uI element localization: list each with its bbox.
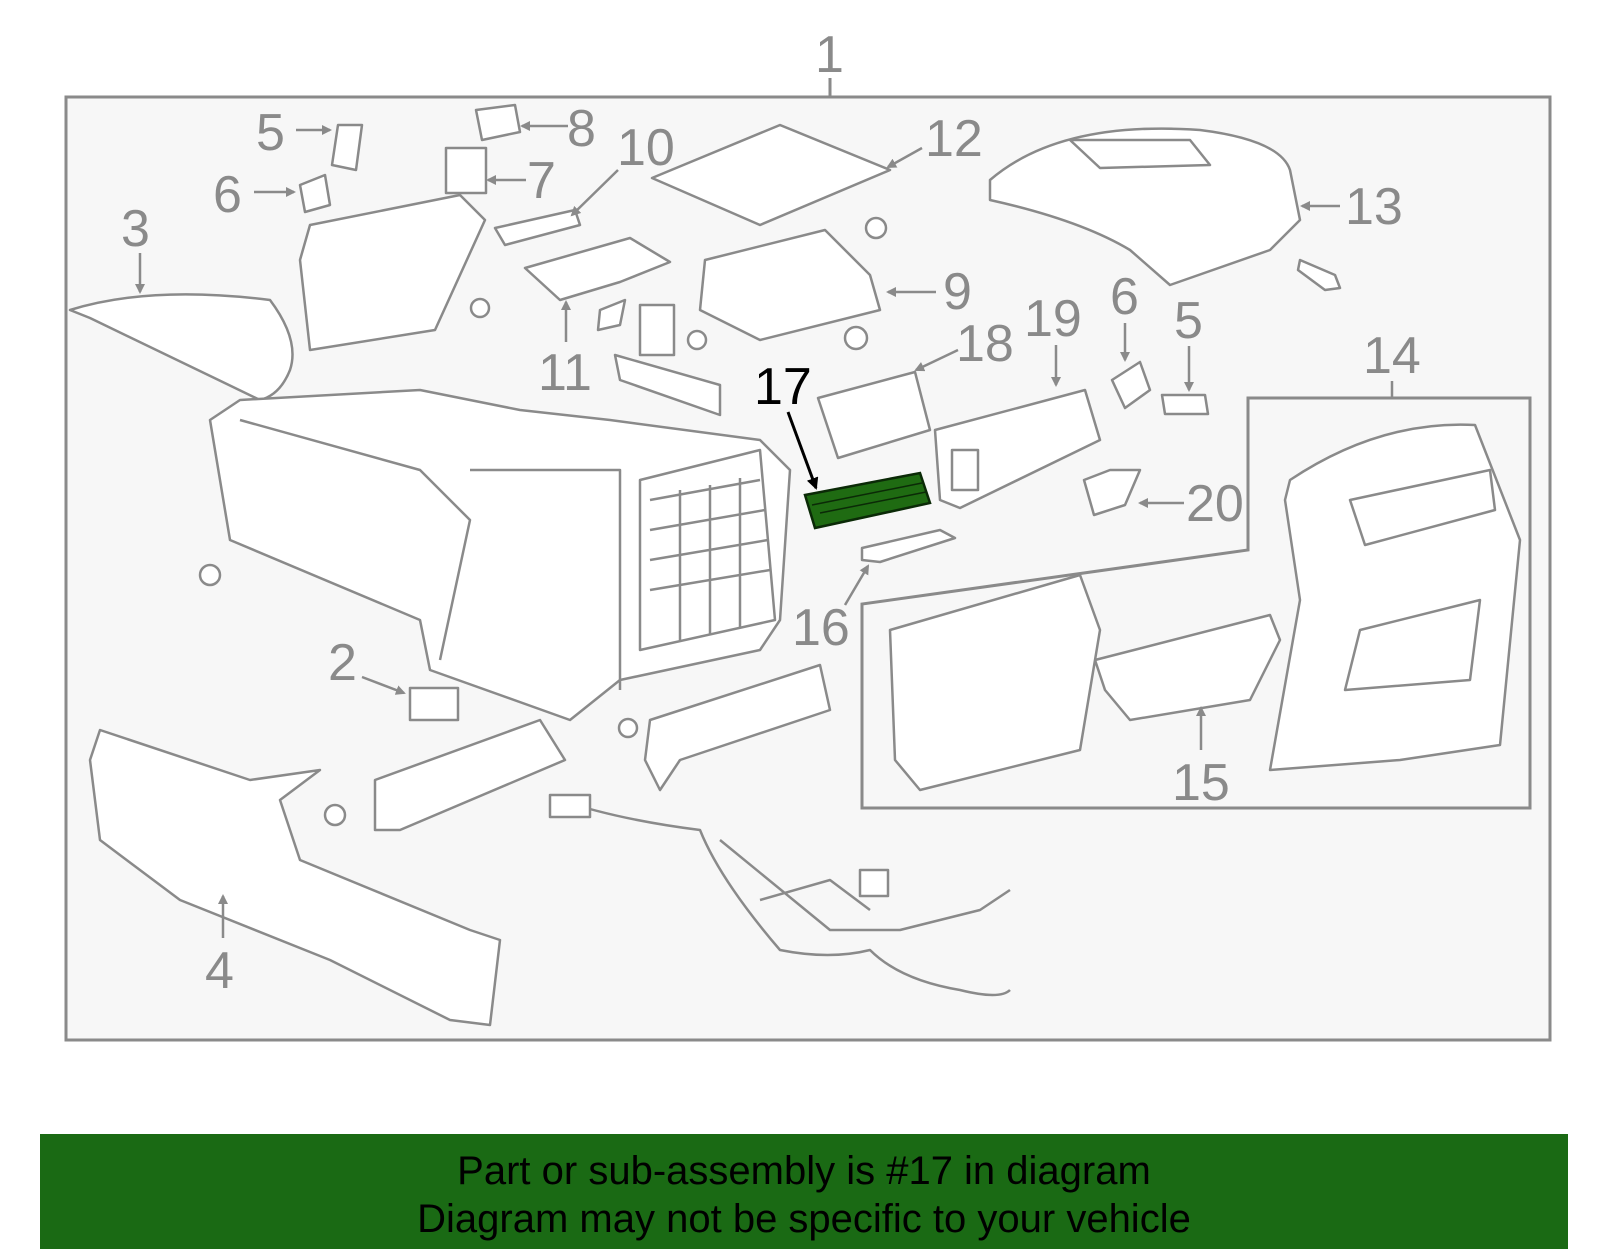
callout-16: 16	[792, 599, 850, 657]
callout-6-left: 6	[213, 166, 242, 224]
part-11-clip	[596, 298, 627, 332]
callout-10: 10	[617, 119, 675, 177]
info-banner: Part or sub-assembly is #17 in diagram D…	[40, 1134, 1568, 1249]
callout-14: 14	[1363, 327, 1421, 385]
bolt-b	[323, 803, 347, 827]
callout-8: 8	[567, 100, 596, 158]
bracket-right	[643, 663, 832, 792]
leader-16	[843, 564, 870, 606]
callout-13: 13	[1345, 178, 1403, 236]
callout-15: 15	[1172, 754, 1230, 812]
callout-3: 3	[121, 200, 150, 258]
subassembly-left-frame	[888, 573, 1102, 792]
part-10-trim	[493, 208, 582, 247]
part-14-upper-opening	[1348, 468, 1497, 547]
part-15-bin	[1093, 613, 1282, 722]
bracket-left	[373, 718, 567, 832]
part-6-right	[1110, 360, 1152, 410]
callout-5-left: 5	[256, 104, 285, 162]
leader-10	[570, 169, 619, 217]
part-17-body	[803, 471, 932, 530]
part-5-left	[330, 123, 364, 172]
banner-line-1: Part or sub-assembly is #17 in diagram	[457, 1149, 1151, 1193]
part-2	[408, 686, 460, 722]
part-11-tray	[523, 236, 672, 302]
callout-7: 7	[527, 152, 556, 210]
part-18-panel	[816, 370, 932, 460]
part-6-left	[298, 173, 332, 214]
harness-connector-b	[858, 868, 890, 898]
bolt-e	[686, 329, 708, 351]
console-grid	[649, 478, 771, 640]
part-8	[474, 103, 522, 142]
leader-17	[786, 411, 819, 490]
bracket-upper-left	[298, 193, 487, 352]
part-9-plate	[698, 228, 882, 342]
wiring-harness	[559, 798, 1011, 997]
part-13-recess	[1068, 138, 1212, 170]
callout-2: 2	[328, 634, 357, 692]
callout-9: 9	[943, 263, 972, 321]
banner-line-2: Diagram may not be specific to your vehi…	[417, 1197, 1191, 1241]
leader-18	[914, 348, 959, 372]
part-4-side-panel	[88, 728, 502, 1027]
callout-18: 18	[956, 315, 1014, 373]
leader-2	[361, 675, 406, 695]
part-17-highlight[interactable]	[803, 471, 932, 530]
part-19-opening	[950, 448, 980, 492]
part-7	[444, 146, 488, 195]
part-console-body	[208, 388, 792, 722]
part-17-face	[811, 482, 927, 514]
bolt-f	[864, 216, 888, 240]
part-3-cover	[68, 293, 294, 402]
bolt-a	[198, 563, 222, 587]
callout-6-right: 6	[1110, 268, 1139, 326]
bolt-h	[1296, 258, 1342, 292]
callout-11: 11	[538, 344, 592, 402]
bolt-d	[469, 297, 491, 319]
callout-17: 17	[754, 358, 812, 416]
bolt-g	[843, 325, 869, 351]
part-16	[860, 528, 957, 564]
leader-12	[886, 146, 923, 169]
callout-20: 20	[1186, 475, 1244, 533]
callout-5-right: 5	[1174, 292, 1203, 350]
callout-4: 4	[205, 942, 234, 1000]
callout-1: 1	[815, 26, 844, 84]
part-14-lower-opening	[1343, 598, 1482, 692]
part-14-rear-panel	[1268, 423, 1522, 772]
bolt-c	[617, 717, 639, 739]
callout-12: 12	[925, 110, 983, 168]
part-5-right	[1160, 393, 1210, 416]
part-11-insert	[638, 303, 676, 357]
part-20	[1082, 468, 1142, 517]
callout-19: 19	[1024, 290, 1082, 348]
part-12-lid	[650, 123, 892, 227]
console-inner-wall	[239, 418, 777, 690]
harness-connector-a	[548, 793, 592, 819]
part-11-strip	[613, 353, 722, 417]
